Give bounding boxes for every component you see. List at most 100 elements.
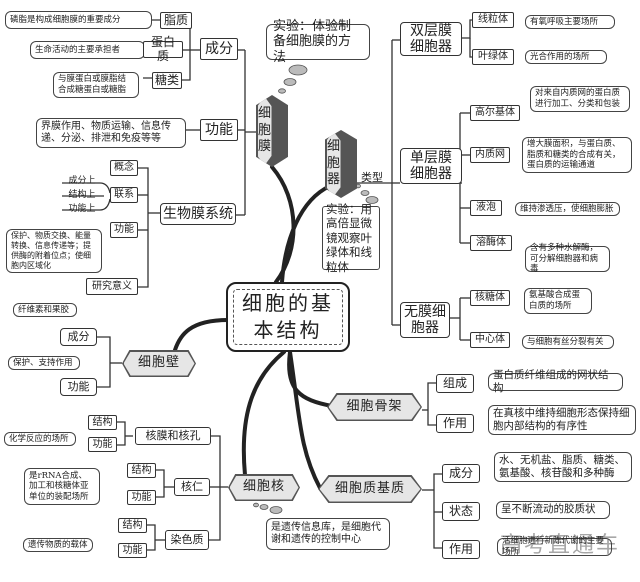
membrane-function-node[interactable]: 功能	[200, 119, 238, 141]
wall-function-node[interactable]: 功能	[60, 378, 97, 396]
membrane-protein-node[interactable]: 蛋白质	[143, 35, 183, 62]
note-text: 实验：体验制备细胞膜的方法	[273, 18, 352, 65]
nucleolus-structure-node[interactable]: 结构	[127, 463, 156, 478]
node-label: 细胞骨架	[328, 394, 421, 420]
vacuole-node[interactable]: 液泡	[470, 200, 502, 216]
relation-aspect-structure: 结构上	[62, 189, 102, 201]
node-label: 结构	[92, 416, 113, 428]
nuclear-envelope-node[interactable]: 核膜和核孔	[135, 427, 211, 445]
biomembrane-relation-node[interactable]: 联系	[110, 187, 138, 203]
node-label: 研究意义	[92, 280, 132, 292]
node-label: 功能	[205, 121, 233, 138]
biomembrane-function-note: 保护、物质交换、能量转换、信息传递等；提供酶的附着位点；使细胞内区域化	[6, 229, 102, 273]
envelope-structure-node[interactable]: 结构	[88, 415, 117, 430]
envelope-function-node[interactable]: 功能	[88, 437, 117, 452]
note-text: 水、无机盐、脂质、糖类、氨基酸、核苷酸和多种酶	[499, 453, 625, 479]
node-label: 功能	[114, 224, 134, 236]
note-text: 蛋白质纤维组成的网状结构	[493, 368, 609, 394]
cytoskeleton-node[interactable]: 细胞骨架	[327, 393, 422, 421]
cytosol-composition-node[interactable]: 成分	[442, 464, 480, 483]
lysosome-node[interactable]: 溶酶体	[470, 235, 512, 251]
er-node[interactable]: 内质网	[470, 147, 510, 163]
nucleolus-node[interactable]: 核仁	[174, 478, 210, 496]
cytoskeleton-composition-node[interactable]: 组成	[436, 374, 474, 393]
nucleolus-function-node[interactable]: 功能	[127, 490, 156, 505]
membrane-composition-node[interactable]: 成分	[200, 38, 238, 60]
membrane-sugar-node[interactable]: 糖类	[152, 72, 182, 89]
envelope-function-note: 化学反应的场所	[4, 432, 76, 446]
mitochondria-node[interactable]: 线粒体	[472, 12, 514, 28]
node-label: 液泡	[476, 202, 496, 214]
node-label: 糖类	[155, 72, 180, 87]
node-label: 生物膜系统	[163, 205, 233, 222]
node-label: 染色质	[170, 532, 204, 546]
biomembrane-function-node[interactable]: 功能	[110, 222, 138, 238]
chromatin-structure-node[interactable]: 结构	[118, 518, 147, 533]
relation-aspect-function: 功能上	[62, 203, 102, 215]
centrosome-note: 与细胞有丝分裂有关	[522, 335, 614, 349]
er-note: 增大膜面积，与蛋白质、脂质和糖类的合成有关，蛋白质的运输通道	[522, 137, 632, 173]
note-text: 磷脂是构成细胞膜的重要成分	[10, 14, 121, 25]
organelle-node[interactable]: 细胞器	[325, 130, 357, 198]
node-label: 成分	[448, 465, 473, 480]
node-label: 细胞核	[229, 475, 299, 500]
note-text: 增大膜面积，与蛋白质、脂质和糖类的合成有关，蛋白质的运输通道	[527, 139, 621, 171]
node-label: 蛋白质	[150, 34, 175, 63]
node-label: 叶绿体	[478, 51, 508, 63]
node-label: 核仁	[181, 479, 203, 493]
node-label: 单层膜细胞器	[410, 149, 452, 182]
central-topic[interactable]: 细胞的基本结构	[226, 282, 350, 352]
node-label: 细胞器	[326, 131, 341, 197]
note-text: 在真核中维持细胞形态保持细胞内部结构的有序性	[493, 406, 630, 432]
chloroplast-node[interactable]: 叶绿体	[472, 49, 514, 65]
membrane-function-note: 界膜作用、物质运输、信息传递、分泌、排泄和免疫等等	[36, 118, 186, 148]
chromatin-node[interactable]: 染色质	[165, 530, 209, 550]
centrosome-node[interactable]: 中心体	[470, 332, 510, 348]
note-text: 界膜作用、物质运输、信息传递、分泌、排泄和免疫等等	[41, 120, 171, 145]
ribosome-note: 氨基酸合成蛋白质的场所	[524, 288, 592, 314]
nucleus-node[interactable]: 细胞核	[228, 474, 300, 501]
vacuole-note: 维持渗透压，使细胞膨胀	[515, 202, 620, 216]
note-text: 遗传物质的载体	[28, 539, 88, 550]
chromatin-function-node[interactable]: 功能	[118, 543, 147, 558]
aspect-text: 成分上	[68, 175, 96, 186]
cell-membrane-node[interactable]: 细胞膜	[256, 95, 288, 167]
node-label: 细胞膜	[257, 96, 272, 166]
central-topic-label: 细胞的基本结构	[242, 291, 334, 342]
central-topic-inner: 细胞的基本结构	[233, 289, 343, 345]
cytoskeleton-composition-note: 蛋白质纤维组成的网状结构	[488, 369, 623, 394]
lysosome-note: 含有多种水解酶，可分解细胞器和病毒	[525, 243, 610, 274]
node-label: 功能	[67, 379, 90, 393]
note-text: 活细胞进行新陈代谢的主要场所	[502, 536, 605, 557]
node-label: 成分	[67, 329, 90, 343]
cytosol-function-node[interactable]: 作用	[442, 540, 480, 559]
cytosol-function-note: 活细胞进行新陈代谢的主要场所	[497, 536, 612, 557]
non-membrane-node[interactable]: 无膜细胞器	[400, 302, 450, 338]
cytosol-node[interactable]: 细胞质基质	[318, 475, 422, 503]
golgi-node[interactable]: 高尔基体	[470, 105, 520, 121]
biomembrane-concept-node[interactable]: 概念	[110, 160, 138, 176]
note-text: 维持渗透压，使细胞膨胀	[520, 203, 614, 214]
single-membrane-node[interactable]: 单层膜细胞器	[400, 148, 462, 184]
cytosol-state-note: 呈不断流动的胶质状	[496, 501, 610, 519]
note-text: 呈不断流动的胶质状	[501, 503, 596, 516]
cytosol-state-node[interactable]: 状态	[442, 502, 480, 521]
node-label: 状态	[448, 503, 473, 518]
note-text: 保护、物质交换、能量转换、信息传递等；提供酶的附着位点；使细胞内区域化	[11, 231, 91, 270]
node-label: 结构	[131, 464, 152, 476]
node-label: 线粒体	[478, 14, 508, 26]
cell-wall-node[interactable]: 细胞壁	[122, 350, 196, 377]
organelle-experiment-note: 实验：用高倍显微镜观察叶绿体和线粒体	[322, 202, 380, 274]
relation-aspect-composition: 成分上	[62, 175, 102, 187]
biomembrane-significance-node[interactable]: 研究意义	[86, 278, 138, 295]
note-text: 氨基酸合成蛋白质的场所	[529, 290, 581, 311]
wall-composition-node[interactable]: 成分	[60, 328, 97, 346]
membrane-lipid-node[interactable]: 脂质	[160, 12, 192, 29]
node-label: 细胞壁	[123, 351, 195, 376]
biomembrane-system-node[interactable]: 生物膜系统	[160, 203, 236, 225]
double-membrane-node[interactable]: 双层膜细胞器	[400, 22, 462, 56]
cytoskeleton-function-note: 在真核中维持细胞形态保持细胞内部结构的有序性	[488, 405, 636, 435]
cytoskeleton-function-node[interactable]: 作用	[436, 414, 474, 433]
ribosome-node[interactable]: 核糖体	[470, 290, 510, 306]
